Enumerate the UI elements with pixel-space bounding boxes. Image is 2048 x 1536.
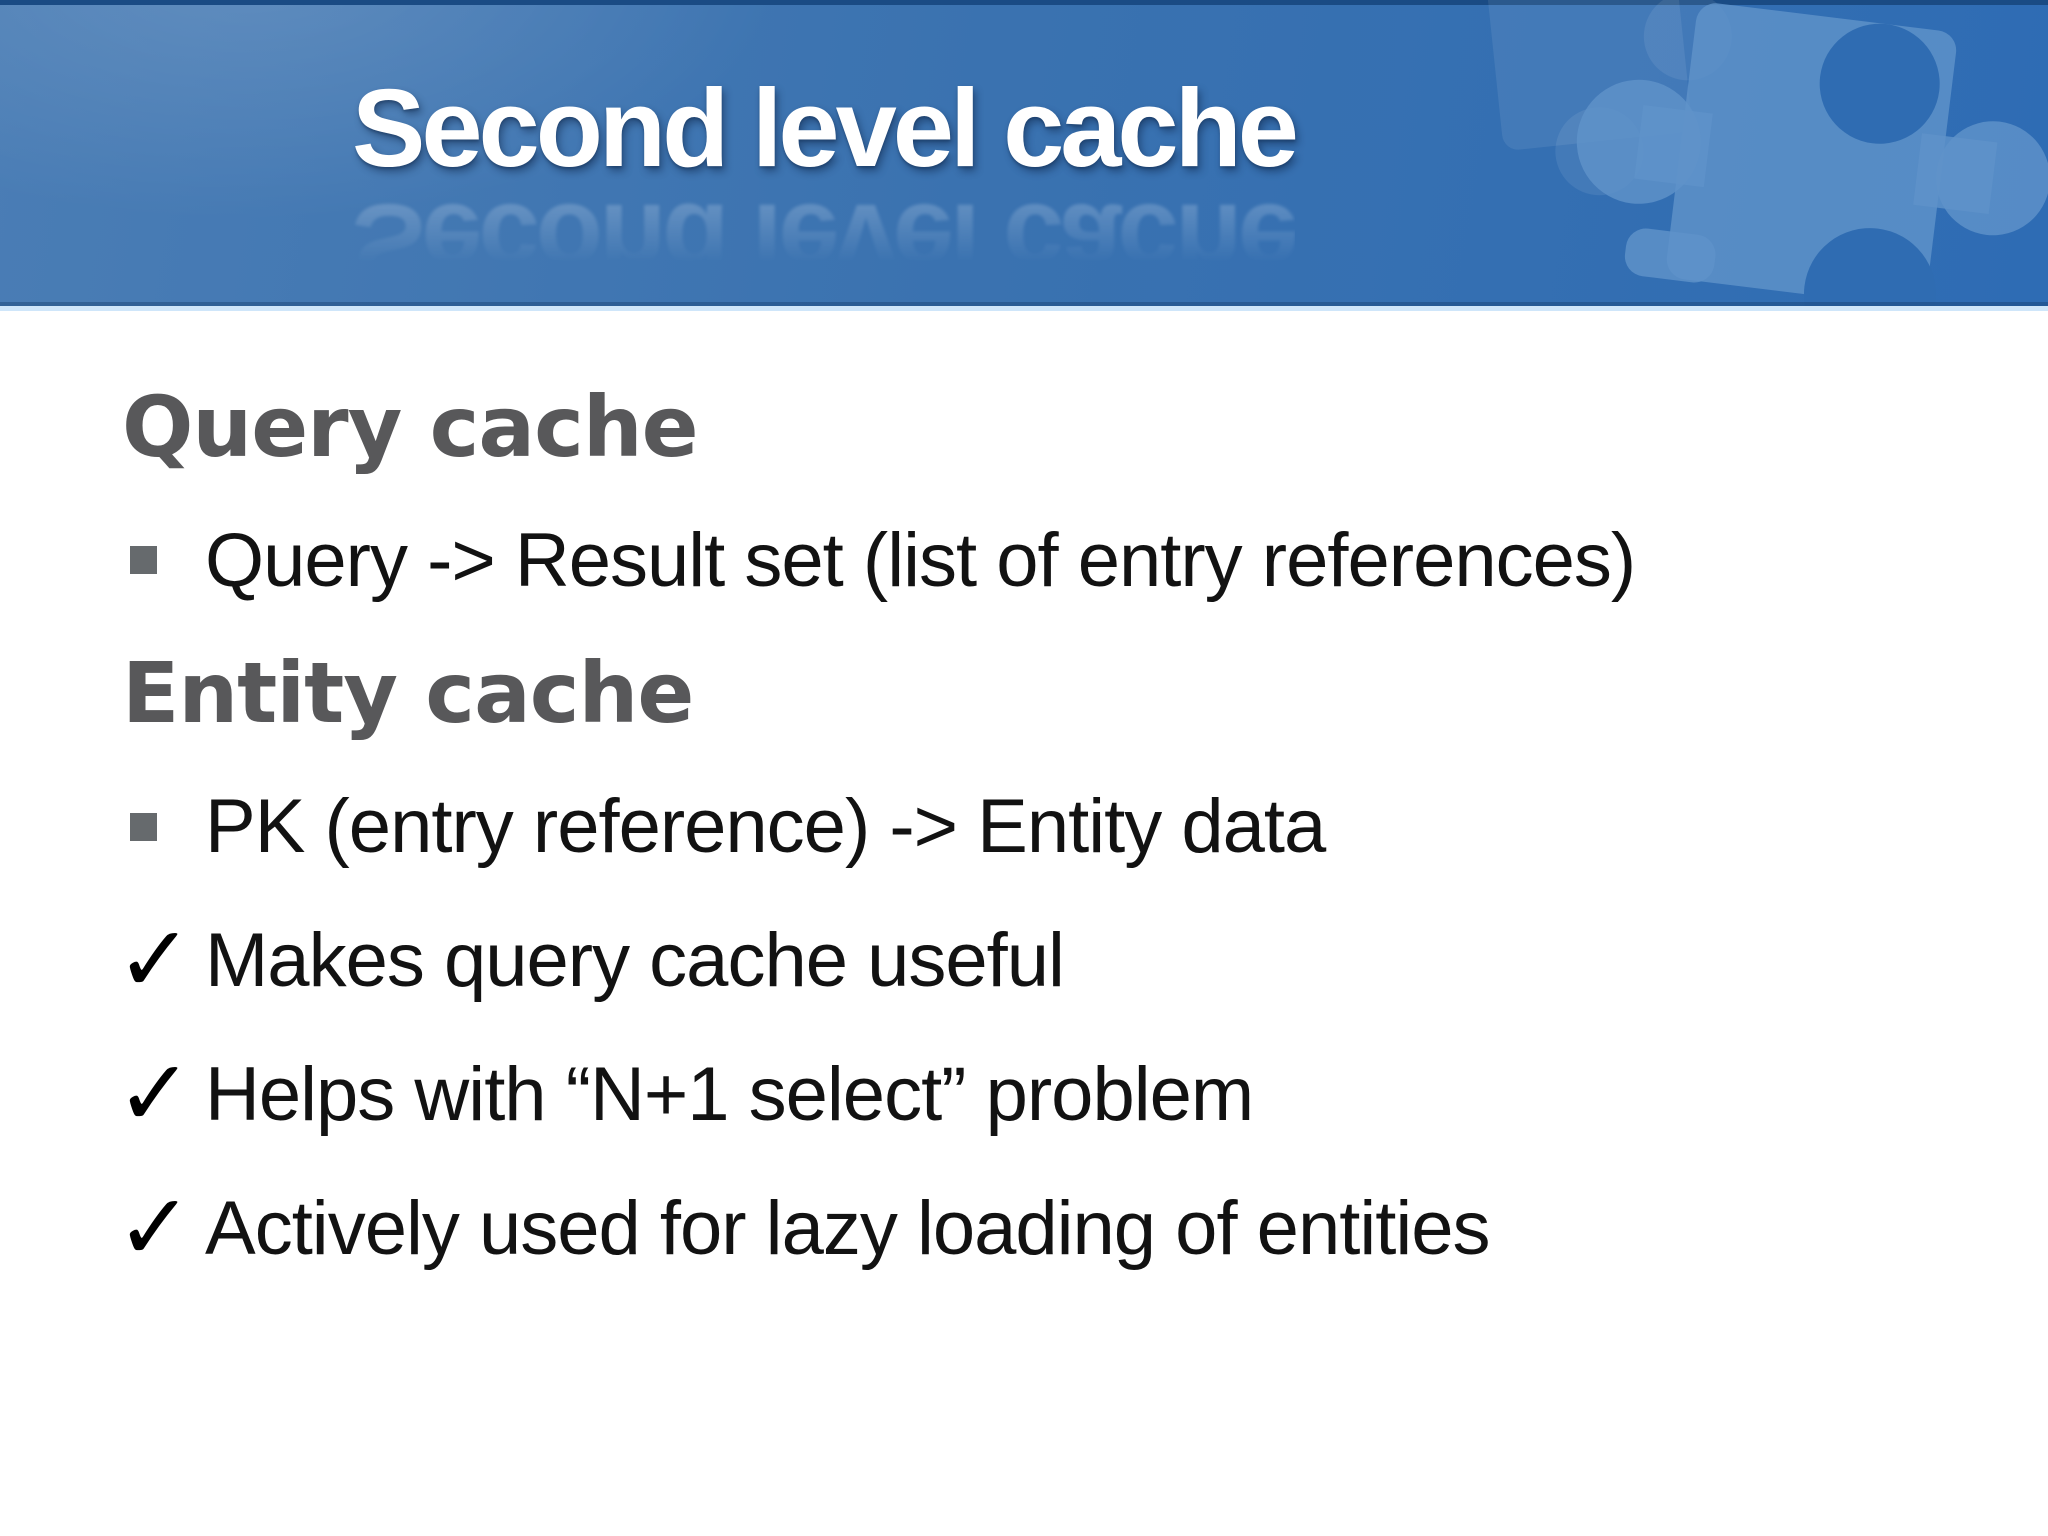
slide-header: Second level cache Second level cache	[0, 0, 2048, 306]
marker-cell: ✓	[116, 1048, 205, 1140]
check-item-text: Helps with “N+1 select” problem	[205, 1051, 1254, 1137]
header-bottom-line	[0, 302, 2048, 306]
marker-cell: ✓	[116, 1182, 205, 1274]
header-bottom-highlight-line	[0, 306, 2048, 311]
slide-title-reflection: Second level cache	[352, 181, 1295, 304]
marker-cell: ✓	[116, 914, 205, 1006]
puzzle-piece-main-icon	[1576, 3, 2048, 306]
check-icon: ✓	[116, 1043, 194, 1146]
bullet-item-pk-entity: PK (entry reference) -> Entity data	[122, 781, 1988, 872]
slide-body: Query cache Query -> Result set (list of…	[0, 378, 2048, 1274]
bullet-item-query-result: Query -> Result set (list of entry refer…	[122, 515, 1988, 606]
marker-cell	[122, 546, 205, 575]
square-bullet-icon	[130, 546, 157, 575]
square-bullet-icon	[130, 812, 157, 841]
header-top-line	[0, 0, 2048, 5]
bullet-item-text: Query -> Result set (list of entry refer…	[205, 517, 1636, 603]
check-item-n-plus-1-select: ✓ Helps with “N+1 select” problem	[116, 1048, 1988, 1140]
check-icon: ✓	[116, 909, 194, 1012]
bullet-item-text: PK (entry reference) -> Entity data	[205, 783, 1326, 869]
check-item-lazy-loading: ✓ Actively used for lazy loading of enti…	[116, 1182, 1988, 1274]
check-item-text: Makes query cache useful	[205, 917, 1065, 1003]
title-wrap: Second level cache Second level cache	[352, 67, 1299, 305]
slide-title: Second level cache	[352, 67, 1299, 190]
check-icon: ✓	[116, 1177, 194, 1280]
check-item-makes-query-cache-useful: ✓ Makes query cache useful	[116, 914, 1988, 1006]
section-heading-entity-cache: Entity cache	[122, 644, 694, 743]
marker-cell	[122, 812, 205, 841]
puzzle-piece-icon	[1488, 0, 2048, 306]
check-item-text: Actively used for lazy loading of entiti…	[205, 1185, 1490, 1271]
section-heading-query-cache: Query cache	[122, 378, 699, 476]
